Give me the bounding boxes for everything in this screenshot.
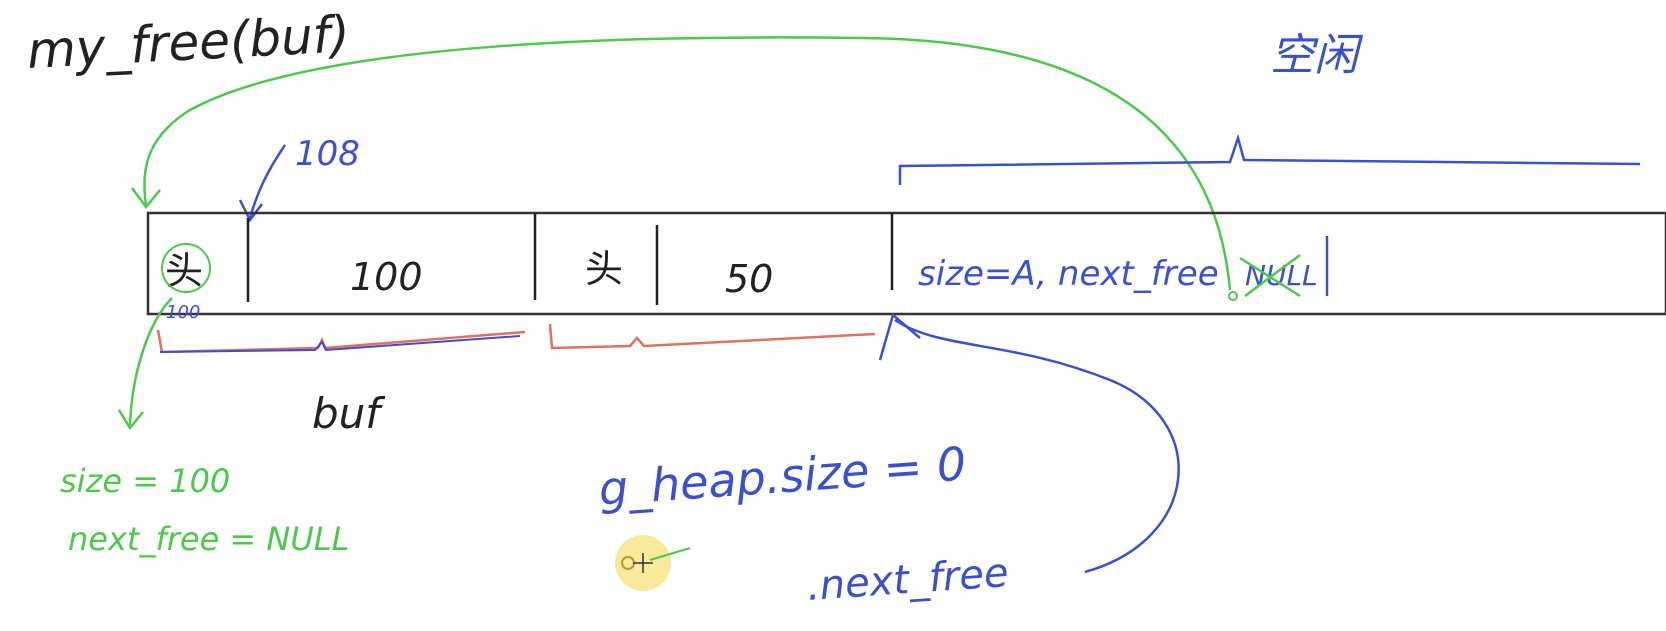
cursor-pen-stroke xyxy=(649,547,691,561)
buf-underline-blue xyxy=(159,335,521,353)
offset-label: 108 xyxy=(295,134,360,174)
null-pointer-dot xyxy=(1228,291,1238,301)
memory-bar xyxy=(146,211,1666,316)
offset-arrow xyxy=(248,144,287,219)
next-free-arrowhead xyxy=(878,312,921,361)
buf-label: buf xyxy=(312,389,386,438)
free-block-label: size=A, next_free xyxy=(918,254,1219,294)
g-heap-label: g_heap.size = 0 xyxy=(597,436,968,516)
block2-size-label: 50 xyxy=(725,257,773,301)
freed-info-arrow xyxy=(128,297,173,426)
cursor-crosshair-icon xyxy=(633,553,653,573)
head1-label: 头 xyxy=(165,249,203,293)
freed-info-arrowhead xyxy=(117,409,144,431)
head1-green-circle xyxy=(161,243,211,293)
next-free-label: .next_free xyxy=(805,550,1009,610)
next-free-arrow xyxy=(894,318,1180,574)
freed-next-label: next_free = NULL xyxy=(68,520,349,558)
relink-arrowhead xyxy=(130,187,161,210)
relink-arrow xyxy=(143,36,1232,291)
offset-arrowhead xyxy=(238,199,263,223)
head2-label: 头 xyxy=(585,247,623,291)
under-head-label: 100 xyxy=(166,302,200,323)
call-label: my_free(buf) xyxy=(26,5,352,80)
freed-size-label: size = 100 xyxy=(60,462,230,500)
block2-underline-red xyxy=(548,323,876,350)
free-region-label: 空闲 xyxy=(1270,30,1364,81)
null-strikeout xyxy=(1239,253,1301,298)
free-region-brace xyxy=(898,133,1641,185)
block1-size-label: 100 xyxy=(350,255,423,299)
